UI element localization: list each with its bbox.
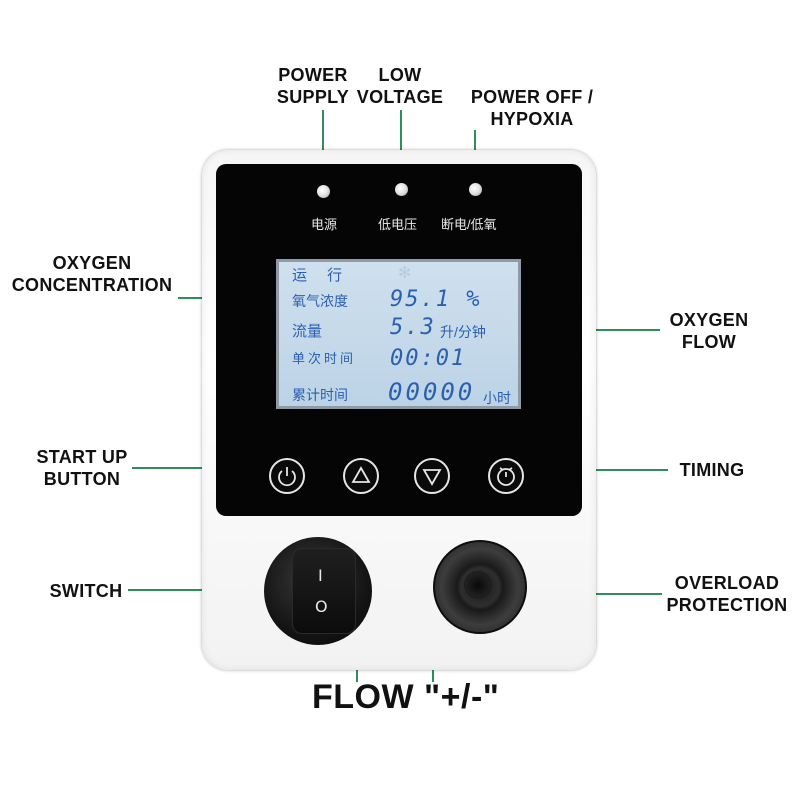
switch-on-mark: I [318, 566, 323, 585]
power-icon [278, 467, 296, 487]
overload-protector[interactable] [433, 540, 527, 634]
power-off-indicator-led [469, 183, 482, 196]
power-button[interactable] [269, 458, 305, 494]
lcd-flow-value: 5.3 [390, 315, 436, 340]
callout-switch: SWITCH [49, 581, 123, 601]
lcd-total-time-value: 00000 [388, 378, 476, 406]
rocker-switch-face[interactable] [292, 548, 356, 634]
power-off-indicator-label: 断电/低氧 [441, 217, 497, 232]
triangle-up-icon [351, 466, 371, 483]
callout-power-off-hypoxia: POWER OFF /HYPOXIA [470, 87, 594, 129]
clock-icon [497, 467, 515, 486]
fan-icon: ✻ [398, 265, 412, 282]
triangle-down-icon [422, 469, 442, 486]
switch-off-mark: O [315, 597, 328, 616]
lcd-total-time-label: 累计时间 [292, 387, 348, 403]
timing-button[interactable] [488, 458, 524, 494]
lcd-single-time-label: 单次时间 [292, 351, 357, 366]
low-voltage-indicator-led [395, 183, 408, 196]
lcd-total-time-unit: 小时 [483, 390, 511, 406]
lcd-single-time-value: 00:01 [390, 346, 467, 371]
callout-flow-plus-minus: FLOW "+/-" [312, 678, 500, 716]
low-voltage-indicator-label: 低电压 [378, 217, 418, 232]
flow-up-button[interactable] [343, 458, 379, 494]
flow-down-button[interactable] [414, 458, 450, 494]
callout-timing: TIMING [679, 460, 745, 480]
overload-reset-button[interactable] [464, 571, 492, 599]
lcd-display [276, 259, 521, 409]
lcd-concentration-label: 氧气浓度 [292, 293, 348, 309]
lcd-flow-unit: 升/分钟 [440, 324, 486, 340]
lcd-status: 运 行 [292, 267, 351, 284]
lcd-concentration-value: 95.1 % [390, 287, 482, 312]
power-indicator-label: 电源 [311, 217, 338, 232]
lcd-flow-label: 流量 [292, 323, 323, 340]
power-indicator-led [317, 185, 330, 198]
